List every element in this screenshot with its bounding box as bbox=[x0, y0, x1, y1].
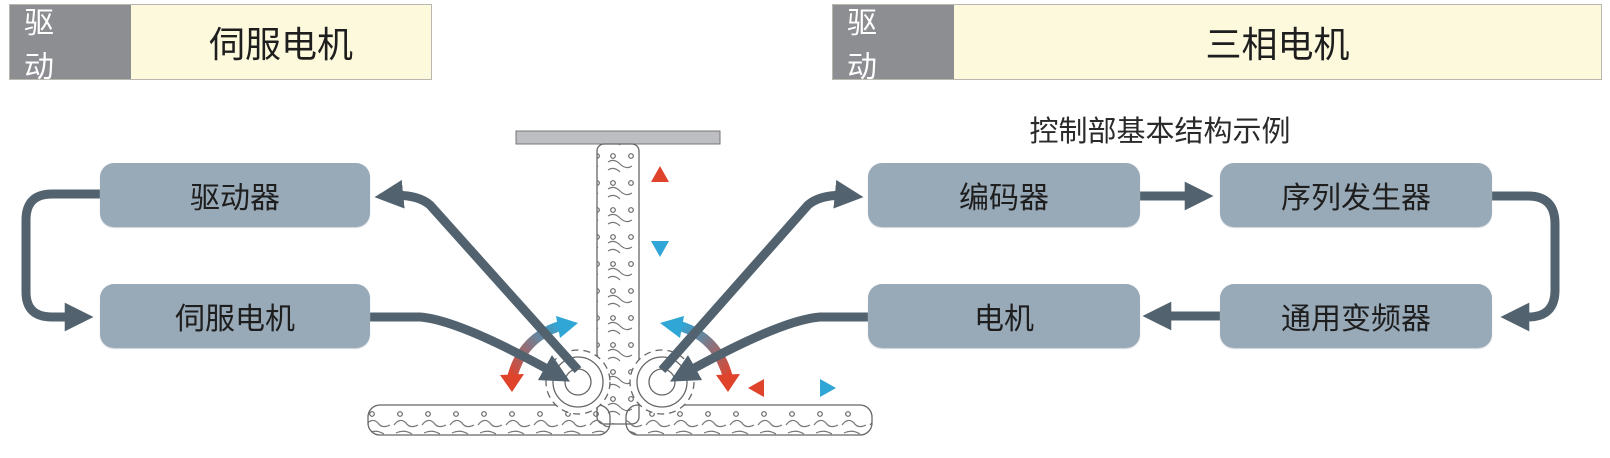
control-structure-title: 控制部基本结构示例 bbox=[1029, 114, 1291, 148]
horizontal-motion-arrow-icon bbox=[748, 379, 836, 397]
connector-driver-to-servo bbox=[21, 189, 100, 332]
box-servo-motor: 伺服电机 bbox=[100, 284, 370, 348]
connector-motor-to-gear bbox=[669, 312, 868, 382]
connector-servo-to-gear bbox=[370, 312, 571, 382]
right-header: 驱 动 三相电机 bbox=[832, 4, 1602, 85]
left-header: 驱 动 伺服电机 bbox=[9, 4, 432, 85]
gear-icon-right bbox=[629, 349, 695, 415]
drive-type-servo: 伺服电机 bbox=[131, 5, 431, 79]
horizontal-chain-right bbox=[625, 404, 873, 436]
gear-icon-left bbox=[545, 349, 611, 415]
horizontal-chain-left bbox=[367, 404, 611, 436]
box-motor: 电机 bbox=[868, 284, 1140, 348]
box-sequencer: 序列发生器 bbox=[1220, 163, 1492, 227]
drive-type-three-phase: 三相电机 bbox=[954, 5, 1601, 79]
connector-gear-to-driver bbox=[374, 179, 582, 374]
box-driver: 驱动器 bbox=[100, 163, 370, 227]
vertical-motion-arrow-icon bbox=[651, 166, 669, 257]
top-plate bbox=[515, 130, 721, 145]
box-inverter: 通用变频器 bbox=[1220, 284, 1492, 348]
rotation-arrow-left-icon bbox=[500, 316, 578, 392]
vertical-chain bbox=[596, 143, 640, 425]
connector-gear-to-encoder bbox=[658, 179, 864, 373]
connector-sequencer-to-inverter bbox=[1492, 191, 1560, 332]
rotation-arrow-right-icon bbox=[660, 316, 740, 392]
box-encoder: 编码器 bbox=[868, 163, 1140, 227]
